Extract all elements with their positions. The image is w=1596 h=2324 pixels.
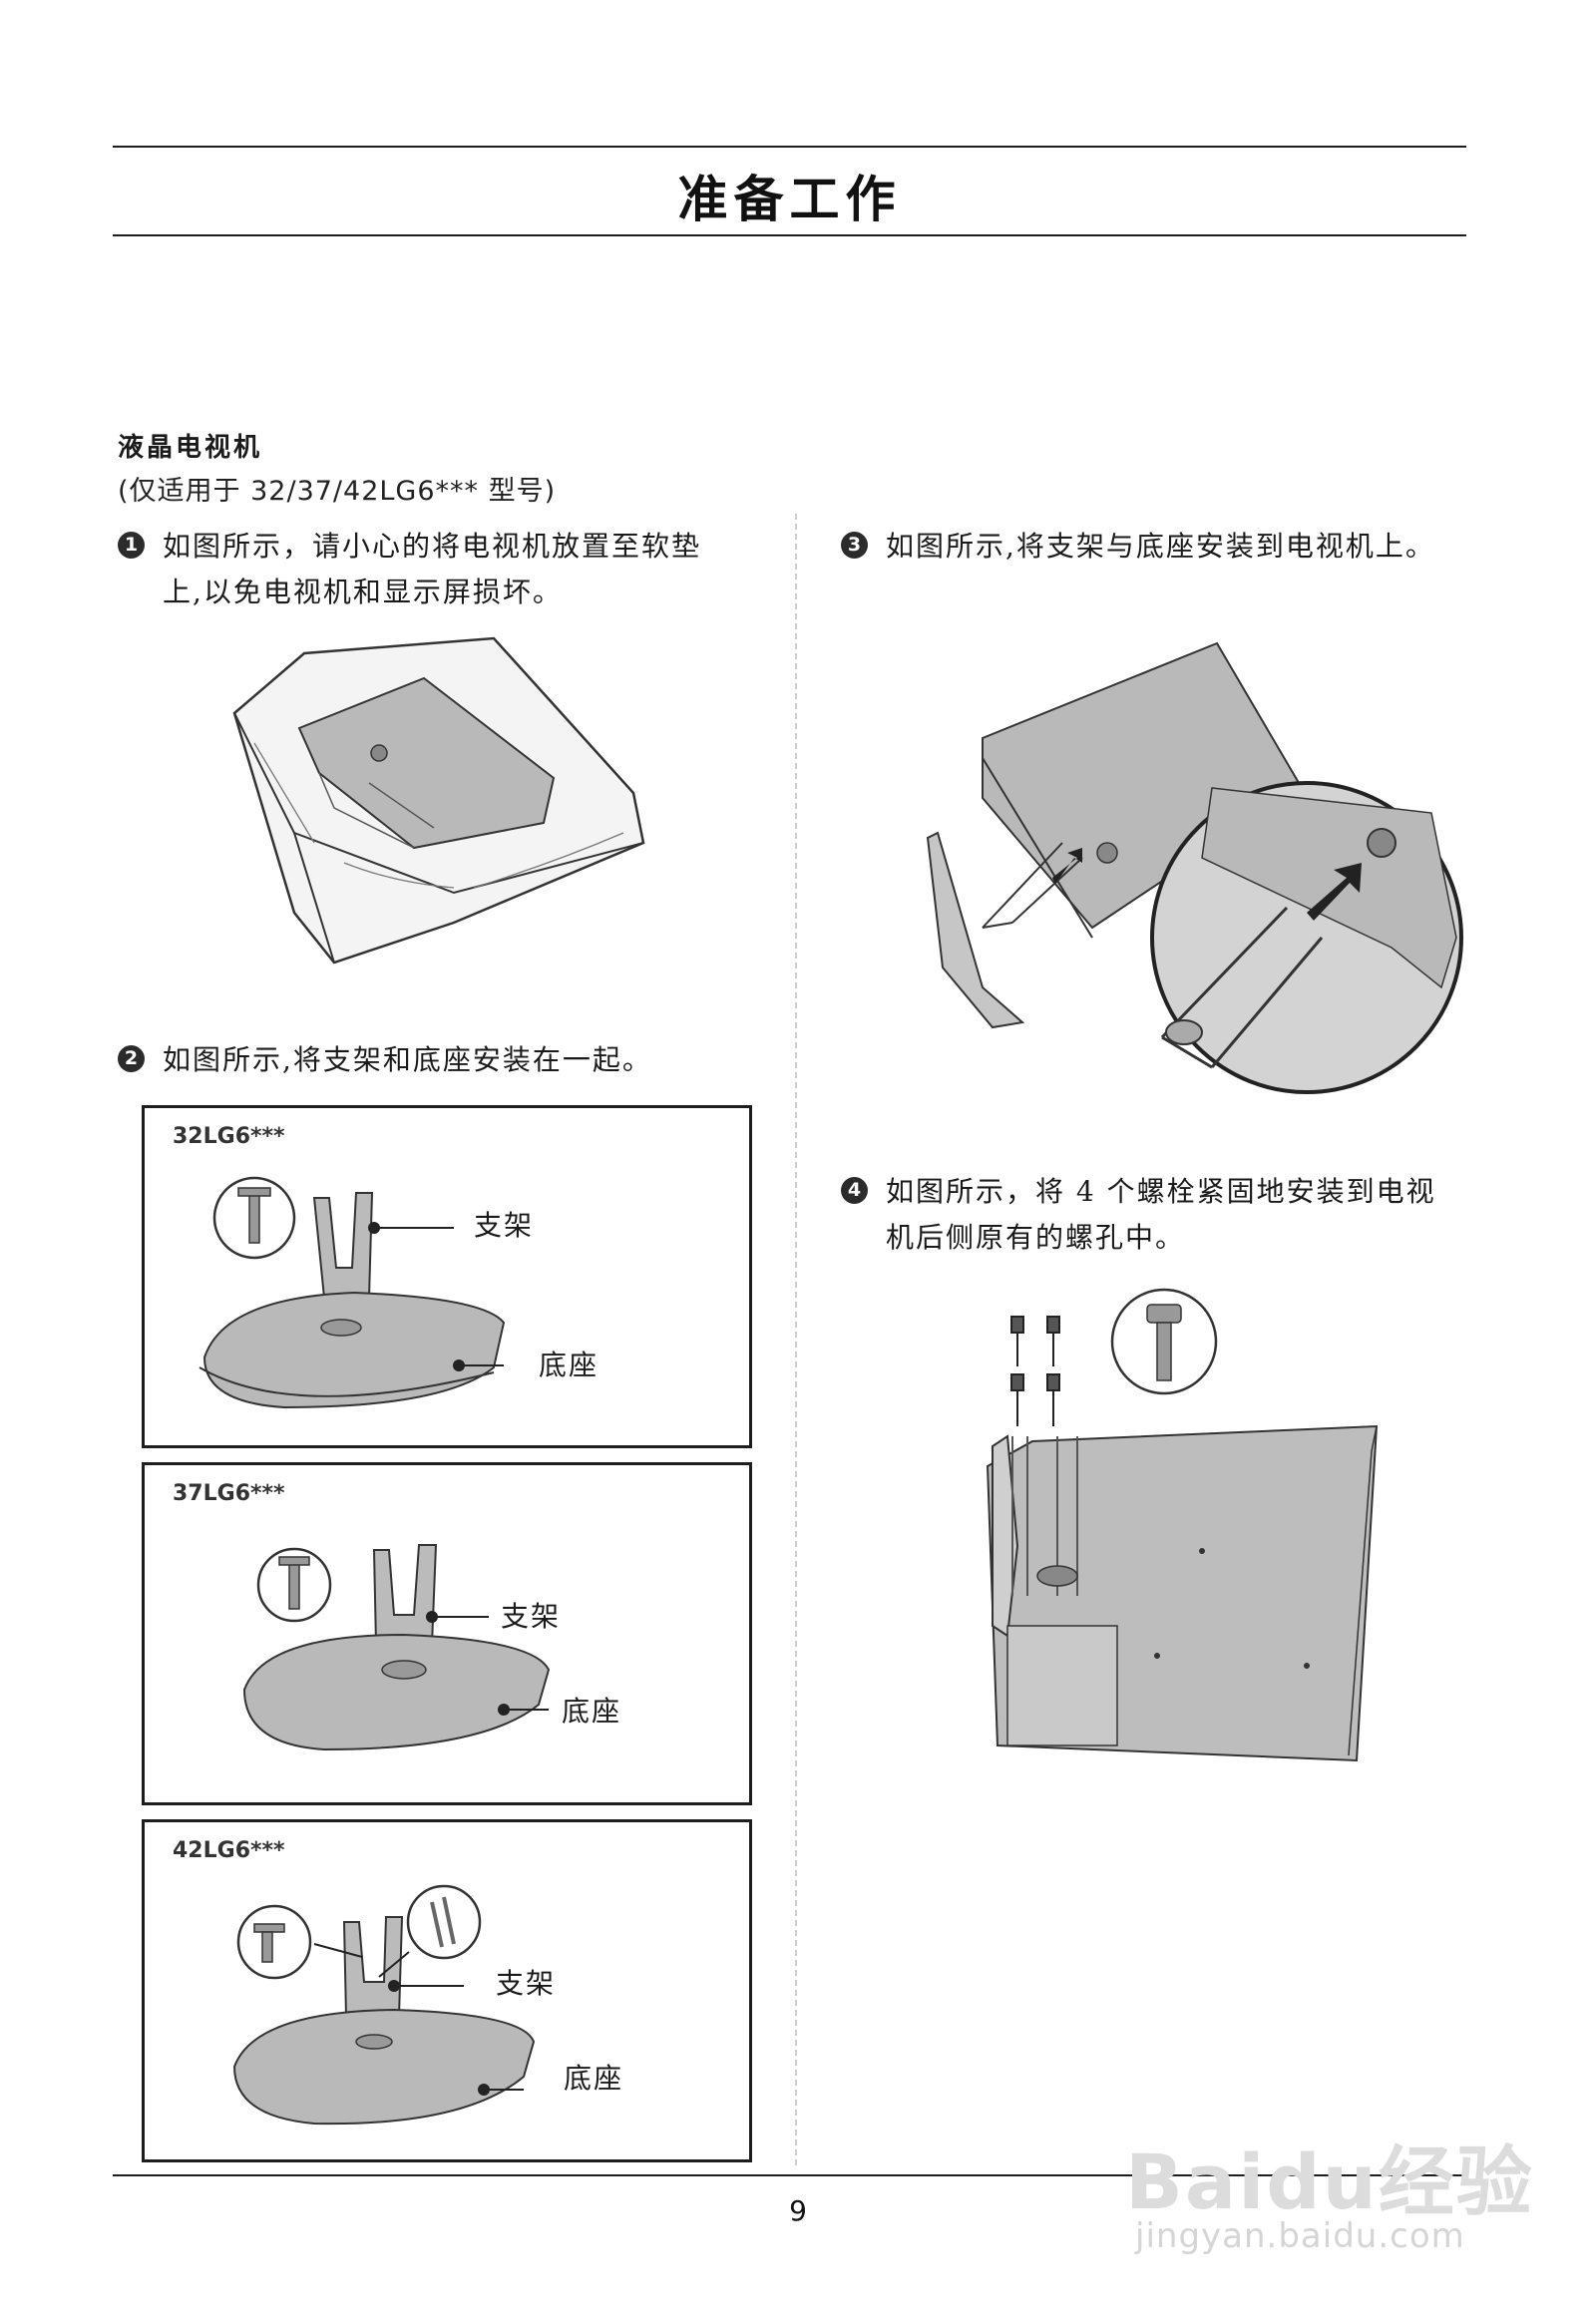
header-bottom-rule xyxy=(113,234,1466,236)
stand-base-figure-32 xyxy=(199,1176,506,1409)
step-4: 4 如图所示，将 4 个螺栓紧固地安装到电视 机后侧原有的螺孔中。 xyxy=(841,1169,1479,1269)
step-1-number: 1 xyxy=(118,532,145,559)
assembly-panel-37: 37LG6*** 支架 底座 xyxy=(142,1462,752,1805)
stand-label: 支架 xyxy=(474,1209,535,1242)
step-1-line-1: 如图所示，请小心的将电视机放置至软垫 xyxy=(163,530,702,563)
column-divider xyxy=(795,514,797,2169)
step-4-number: 4 xyxy=(841,1177,868,1204)
step-2-number: 2 xyxy=(118,1045,145,1072)
figure-tv-on-cushion xyxy=(232,636,645,965)
step-2: 2 如图所示,将支架和底座安装在一起。 xyxy=(118,1037,776,1087)
step-3-line-1: 如图所示,将支架与底座安装到电视机上。 xyxy=(886,530,1435,563)
stand-label: 支架 xyxy=(501,1600,562,1633)
step-3: 3 如图所示,将支架与底座安装到电视机上。 xyxy=(841,524,1479,574)
watermark-url: jingyan.baidu.com xyxy=(1135,2216,1465,2256)
section-title: 液晶电视机 xyxy=(118,433,263,463)
step-1: 1 如图所示，请小心的将电视机放置至软垫 上,以免电视机和显示屏损坏。 xyxy=(118,524,776,623)
page-title: 准备工作 xyxy=(677,171,902,228)
page-number: 9 xyxy=(789,2194,807,2227)
base-label: 底座 xyxy=(539,1349,599,1381)
stand-base-figure-37 xyxy=(242,1544,551,1751)
step-4-line-2: 机后侧原有的螺孔中。 xyxy=(886,1221,1186,1254)
step-1-line-2: 上,以免电视机和显示屏损坏。 xyxy=(163,576,563,608)
figure-bolts-to-tv xyxy=(986,1288,1379,1762)
step-2-line-1: 如图所示,将支架和底座安装在一起。 xyxy=(163,1043,652,1076)
base-label: 底座 xyxy=(564,2062,624,2095)
step-4-line-1: 如图所示，将 4 个螺栓紧固地安装到电视 xyxy=(886,1175,1436,1208)
assembly-panel-32: 32LG6*** 支架 底座 xyxy=(142,1105,752,1448)
footer-rule xyxy=(113,2174,1466,2176)
header-top-rule xyxy=(113,146,1466,148)
base-label: 底座 xyxy=(562,1695,622,1728)
watermark-brand: Baidu经验 xyxy=(1125,2137,1534,2226)
panel-model-label: 42LG6*** xyxy=(173,1838,285,1863)
step-3-number: 3 xyxy=(841,532,868,559)
stand-label: 支架 xyxy=(496,1967,557,2000)
figure-stand-to-tv xyxy=(926,641,1463,1094)
panel-model-label: 37LG6*** xyxy=(173,1481,285,1506)
stand-base-figure-42 xyxy=(232,1884,536,2126)
screw-detail-icon xyxy=(236,1904,312,1980)
panel-model-label: 32LG6*** xyxy=(173,1124,285,1149)
bolt-detail-icon xyxy=(406,1884,482,1960)
section-subtitle: (仅适用于 32/37/42LG6*** 型号) xyxy=(118,476,557,507)
assembly-panel-42: 42LG6*** 支架 底座 xyxy=(142,1819,752,2162)
